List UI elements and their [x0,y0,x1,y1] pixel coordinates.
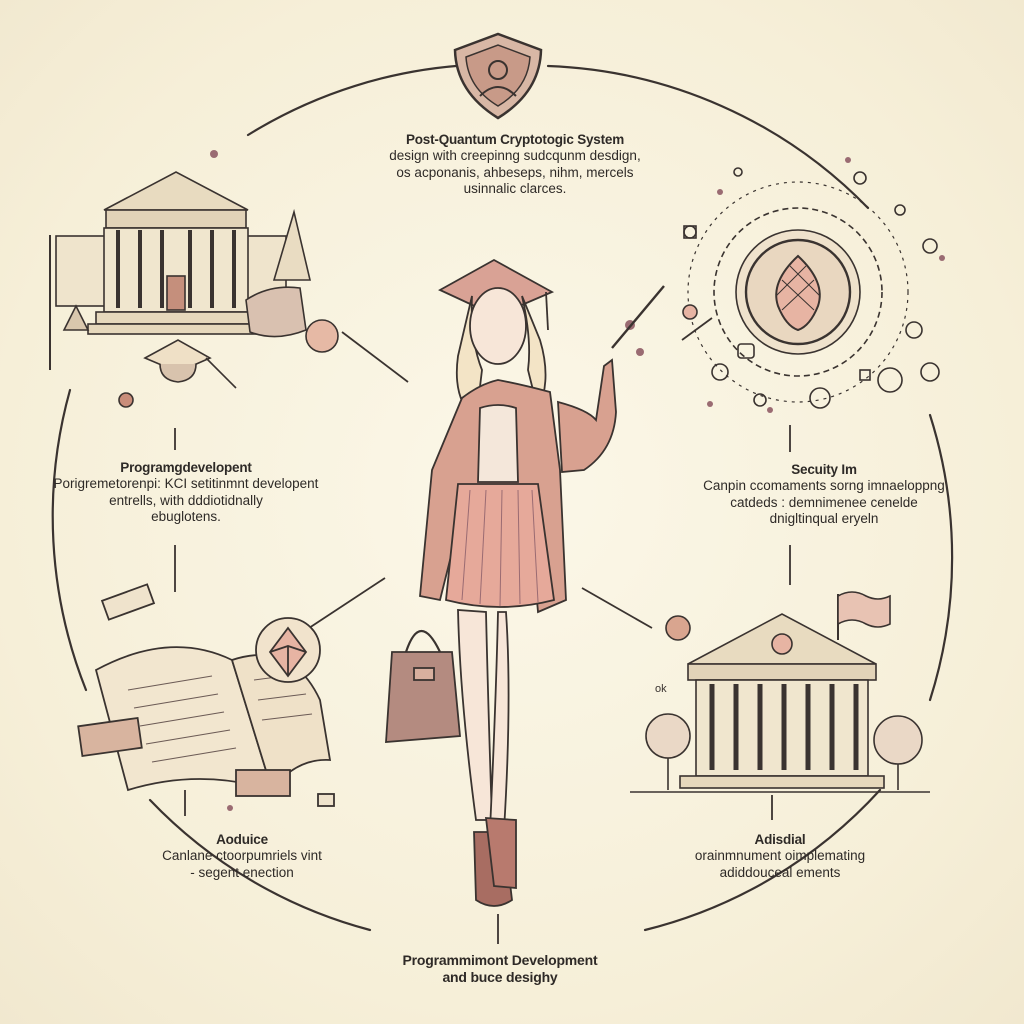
bottom-right-block-title: Adisdial [754,832,806,847]
bottom-left-block: Aoduice Canlane ctoorpumriels vint - seg… [112,832,372,881]
bottom-left-block-line-1: Canlane ctoorpumriels vint [162,848,322,864]
top-block-line-2: os acponanis, ahbeseps, nihm, mercels [396,164,634,180]
bottom-block-line-2: and buce desighy [442,969,558,986]
top-block-line-3: usinnalic clarces. [463,181,567,197]
right-block-title: Secuity Im [791,462,857,477]
top-block: Post-Quantum Cryptotogic System design w… [300,132,730,198]
student-figure [385,258,665,907]
quantum-orb-icon [682,167,940,409]
cycle-ring [51,63,954,932]
right-block: Secuity Im Canpin ccomaments sorng imnae… [624,462,1024,528]
bottom-left-block-line-2: - segent enection [190,864,294,880]
bottom-left-block-title: Aoduice [216,832,268,847]
left-block-title: Programgdevelopent [120,460,252,475]
university-building-icon [49,171,339,370]
bottom-block: Programmimont Development and buce desig… [340,952,660,986]
right-block-line-3: dnigltinqual eryeln [769,511,879,527]
top-block-line-1: design with creepinng sudcqunm desdign, [389,148,641,164]
bottom-right-block: Adisdial orainmnument oimplemating adidd… [640,832,920,881]
flag-icon [837,591,891,640]
right-block-line-2: catdeds : demnimenee cenelde [730,494,918,510]
left-block-line-1: Porigremetorenpi: KCI setitinmnt develop… [53,476,319,492]
bottom-right-block-line-1: orainmnument oimplemating [694,848,866,864]
bottom-right-block-line-2: adiddouceal ements [719,864,841,880]
left-block-line-2: entrells, with dddiotidnally [109,492,263,508]
crystal-icon [255,617,321,683]
left-block-line-3: ebuglotens. [151,509,221,525]
courthouse-icon [630,613,930,793]
shield-emblem-icon [453,32,543,120]
graduation-cap-icon [118,339,237,408]
bottom-block-line-1: Programmimont Development [402,952,598,968]
left-block: Programgdevelopent Porigremetorenpi: KCI… [0,460,372,526]
open-book-icon [77,583,335,807]
connectors [174,317,791,944]
stray-ok-text: ok [655,683,667,695]
right-block-line-1: Canpin ccomaments sorng imnaeloppng [703,478,945,494]
top-block-title: Post-Quantum Cryptotogic System [405,132,625,147]
